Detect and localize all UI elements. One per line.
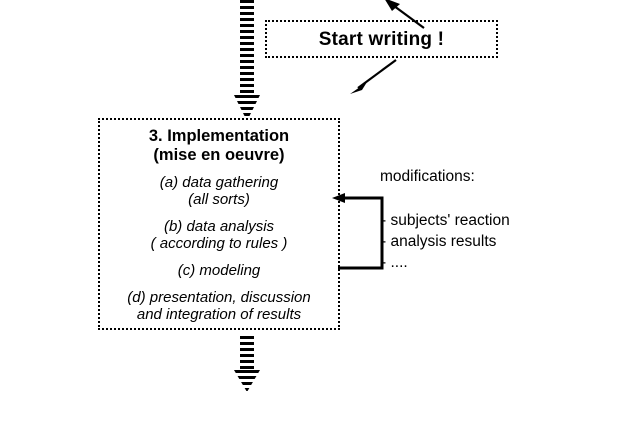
modifications-item: - analysis results [381,233,497,250]
start-writing-down-arrow-icon [350,59,397,94]
implementation-item-c-line-1: (c) modeling [177,262,261,279]
feedback-bracket-arrow-icon [332,193,384,270]
flow-arrow-bottom-head-icon [234,370,260,392]
implementation-item-b-line-1: (b) data analysis [163,218,275,235]
implementation-title-line-1: 3. Implementation [148,127,290,145]
start-writing-up-arrow-icon [385,0,425,29]
implementation-item-d-line-1: (d) presentation, discussion [127,289,311,306]
implementation-item-a-line-1: (a) data gathering [159,174,279,191]
flow-arrow-bottom-shaft [240,336,254,374]
modifications-item: - subjects' reaction [381,212,510,229]
start-writing-label: Start writing ! [318,29,445,50]
implementation-title-line-2: (mise en oeuvre) [153,146,285,164]
modifications-list: - subjects' reaction - analysis results … [381,210,510,273]
start-writing-box: Start writing ! [265,20,498,58]
modifications-heading: modifications: [380,168,475,185]
implementation-item-a-line-2: (all sorts) [188,191,250,208]
implementation-box: 3. Implementation (mise en oeuvre) (a) d… [98,118,340,330]
implementation-item-b-line-2: ( according to rules ) [150,235,288,252]
modifications-item: - .... [381,254,408,271]
implementation-item-d-line-2: and integration of results [136,306,302,323]
flow-arrow-top-shaft [240,0,254,97]
